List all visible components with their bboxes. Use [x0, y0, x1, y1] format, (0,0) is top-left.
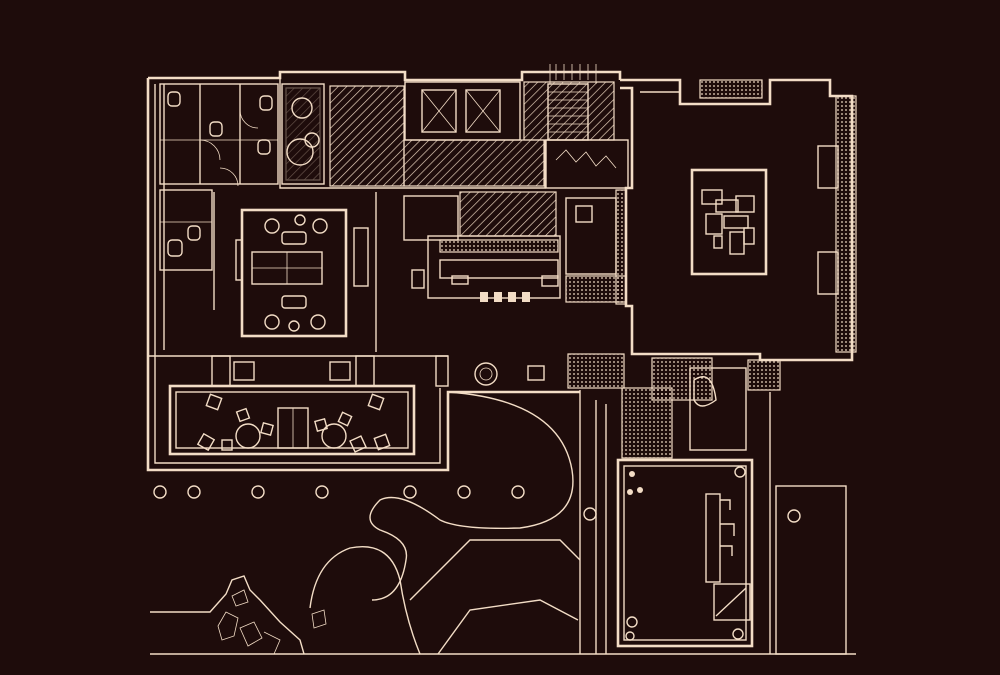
- service-core: [329, 64, 629, 237]
- entry-area: [474, 353, 781, 654]
- building-outline: [146, 70, 622, 472]
- dining-room: [615, 78, 857, 362]
- landscape: [150, 391, 856, 655]
- lounge-room: [213, 192, 377, 352]
- bar-counter: [403, 195, 627, 303]
- terrace-lounge: [148, 355, 449, 456]
- planter-strip: [281, 83, 325, 185]
- restroom-block: [159, 83, 279, 271]
